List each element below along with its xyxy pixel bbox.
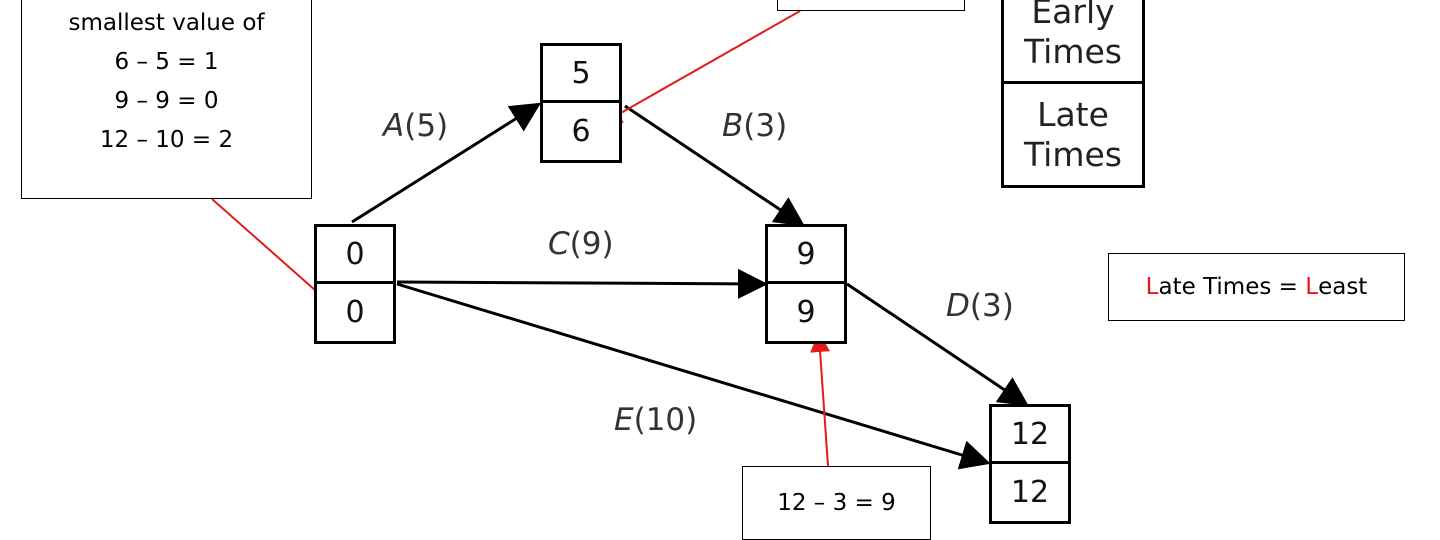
working-note-line1: smallest value of <box>68 10 265 36</box>
bottom-calc-text: 12 – 3 = 9 <box>777 490 896 516</box>
node-end-late: 12 <box>1010 475 1050 510</box>
key-late-times: Late Times <box>1004 84 1142 185</box>
late-note-text-1: ate Times = <box>1158 274 1306 300</box>
node-2: 5 6 <box>540 43 622 163</box>
key-early-line2: Times <box>1024 32 1122 71</box>
arrow-e <box>396 282 991 470</box>
label-activity-d: D(3) <box>946 288 1014 324</box>
activity-b-duration: (3) <box>743 108 788 144</box>
activity-d-duration: (3) <box>969 288 1014 324</box>
bottom-calc-note: 12 – 3 = 9 <box>742 466 931 540</box>
red-arrow-from-bottom-calc <box>810 332 831 467</box>
activity-c-duration: (9) <box>569 226 614 262</box>
working-note-line4: 12 – 10 = 2 <box>99 127 234 153</box>
activity-a-name: A <box>383 108 405 144</box>
node-end: 12 12 <box>989 404 1071 524</box>
arrow-d <box>846 282 1029 407</box>
node-3: 9 9 <box>765 224 847 344</box>
activity-e-duration: (10) <box>633 402 698 438</box>
arrow-b <box>624 104 805 227</box>
top-note-box <box>777 0 965 11</box>
label-activity-a: A(5) <box>383 108 448 144</box>
key-late-line1: Late <box>1037 94 1109 134</box>
key-early-line1: Early <box>1031 0 1115 31</box>
legend-key: Early Times Late Times <box>1001 0 1145 188</box>
node-start: 0 0 <box>314 224 396 344</box>
red-arrow-from-working-note <box>211 198 336 309</box>
working-note-line2: 6 – 5 = 1 <box>114 49 219 75</box>
arrow-c <box>396 268 768 299</box>
node-start-early: 0 <box>317 227 393 284</box>
activity-d-name: D <box>946 288 970 324</box>
late-note-text-2: east <box>1318 274 1368 300</box>
key-early-times: Early Times <box>1004 0 1142 84</box>
activity-c-name: C <box>548 226 570 262</box>
working-note-line3: 9 – 9 = 0 <box>114 88 219 114</box>
node-end-early: 12 <box>992 407 1068 464</box>
label-activity-c: C(9) <box>548 226 614 262</box>
working-note: smallest value of 6 – 5 = 1 9 – 9 = 0 12… <box>21 0 312 199</box>
arrow-a <box>351 102 542 224</box>
node-2-late: 6 <box>571 114 591 149</box>
label-activity-e: E(10) <box>614 402 697 438</box>
node-start-late: 0 <box>345 295 365 330</box>
activity-e-name: E <box>614 402 634 438</box>
activity-a-duration: (5) <box>404 108 449 144</box>
node-3-late: 9 <box>796 295 816 330</box>
key-late-line2: Times <box>1024 134 1122 174</box>
activity-b-name: B <box>722 108 744 144</box>
red-arrow-from-top-note <box>601 10 801 124</box>
late-note-letter-1: L <box>1145 274 1159 300</box>
node-3-early: 9 <box>768 227 844 284</box>
late-note-letter-2: L <box>1305 274 1319 300</box>
label-activity-b: B(3) <box>722 108 787 144</box>
node-2-early: 5 <box>543 46 619 103</box>
